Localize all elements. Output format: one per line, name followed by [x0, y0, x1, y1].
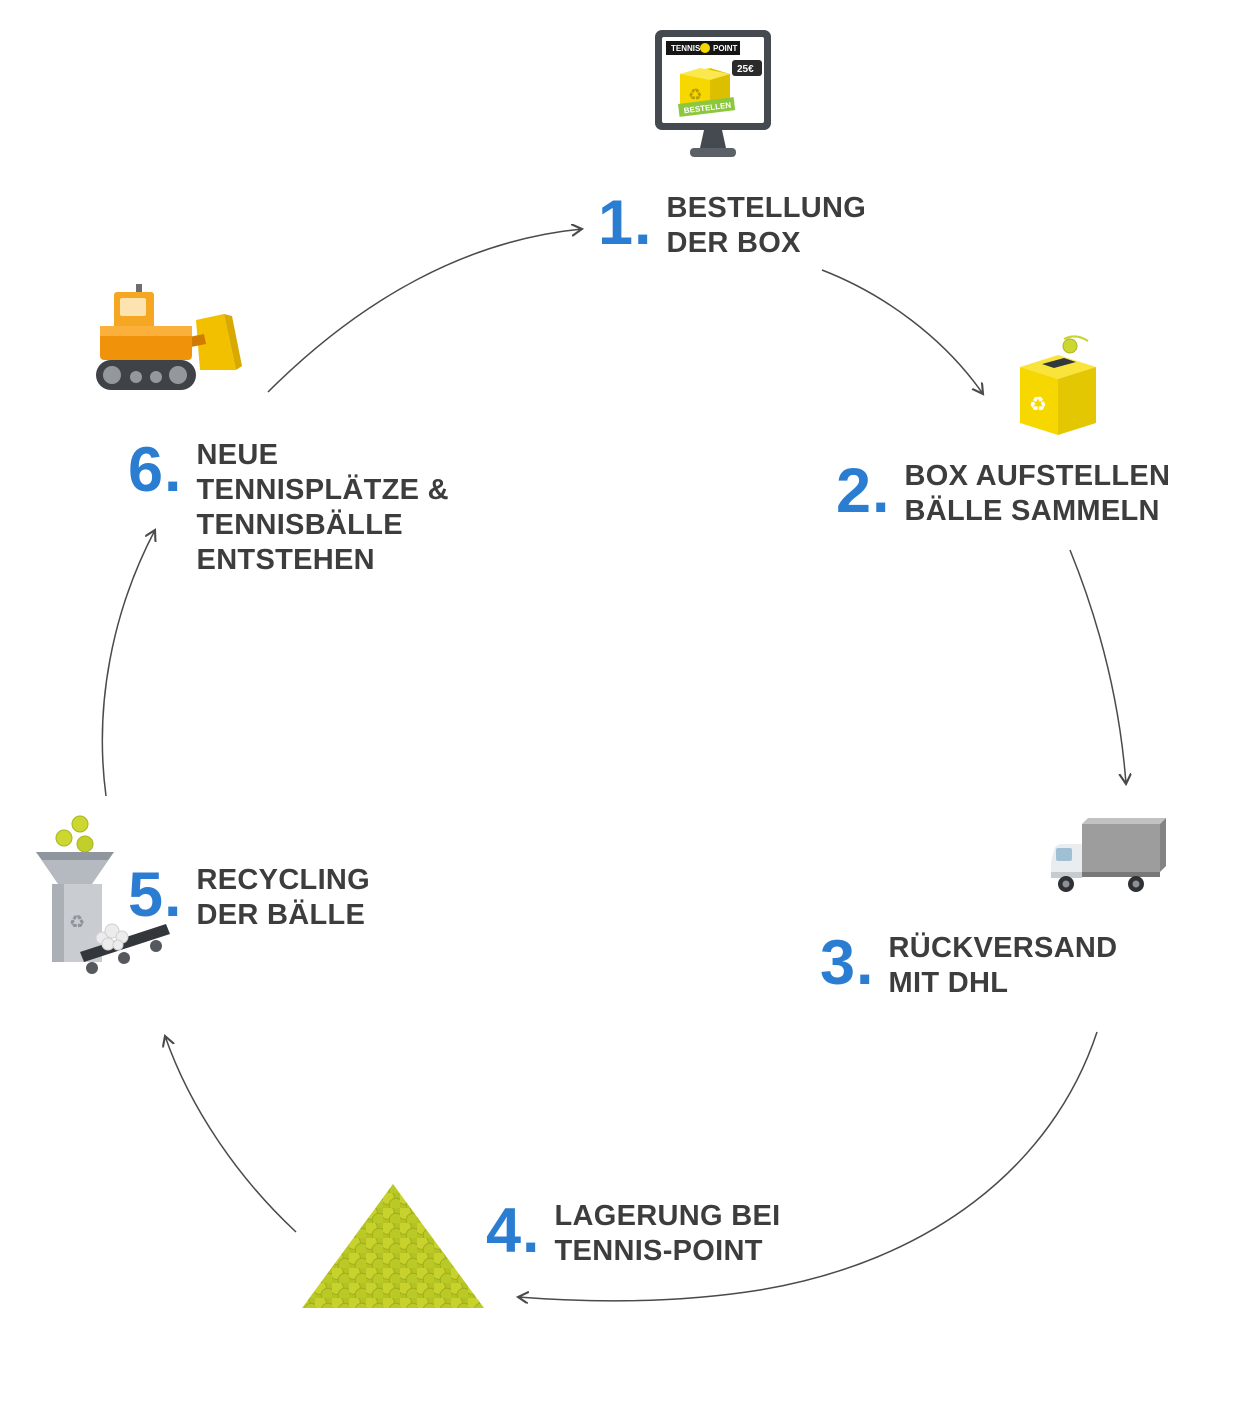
step-5-text-line: RECYCLING	[196, 864, 371, 896]
step-2-number: 2.	[836, 456, 891, 526]
step-1-text-line: BESTELLUNG	[666, 192, 867, 224]
step-6-label: 6. NEUE TENNISPLÄTZE & TENNISBÄLLE ENTST…	[128, 435, 449, 578]
step-1-text-line: DER BOX	[666, 227, 801, 259]
arrow-step6-to-step1	[267, 229, 582, 393]
collection-box-icon: ♻	[1012, 333, 1104, 443]
step-6-number: 6.	[128, 435, 183, 505]
step-3-text-line: RÜCKVERSAND	[888, 932, 1118, 964]
recycle-symbol-icon: ♻	[69, 912, 85, 932]
arrow-step2-to-step3	[1069, 549, 1126, 784]
step-6-text-line: TENNISBÄLLE	[196, 509, 403, 541]
step-3-text-line: MIT DHL	[888, 967, 1009, 999]
step-4-label: 4. LAGERUNG BEI TENNIS-POINT	[486, 1196, 781, 1269]
step-5-text-line: DER BÄLLE	[196, 899, 366, 931]
order-monitor-icon: TENNIS POINT ♻ 25€ BESTELLEN	[652, 28, 774, 183]
step-4-text-line: TENNIS-POINT	[554, 1235, 763, 1267]
step-3-label: 3. RÜCKVERSAND MIT DHL	[820, 928, 1117, 1001]
step-6-text-line: NEUE	[196, 439, 279, 471]
step-5-number: 5.	[128, 860, 183, 930]
step-5-text: RECYCLING DER BÄLLE	[197, 860, 371, 933]
step-6-text: NEUE TENNISPLÄTZE & TENNISBÄLLE ENTSTEHE…	[197, 435, 449, 578]
step-5-label: 5. RECYCLING DER BÄLLE	[128, 860, 370, 933]
step-2-text: BOX AUFSTELLEN BÄLLE SAMMELN	[905, 456, 1171, 529]
step-2-text-line: BOX AUFSTELLEN	[904, 460, 1171, 492]
step-1-text: BESTELLUNG DER BOX	[667, 188, 867, 261]
step-1-number: 1.	[598, 188, 653, 258]
step-4-text-line: LAGERUNG BEI	[554, 1200, 781, 1232]
arrow-step1-to-step2	[821, 269, 983, 394]
step-4-number: 4.	[486, 1196, 541, 1266]
recycle-symbol-icon: ♻	[1029, 394, 1047, 416]
step-6-text-line: ENTSTEHEN	[196, 544, 375, 576]
step-2-text-line: BÄLLE SAMMELN	[904, 495, 1160, 527]
brand-left-text: TENNIS	[671, 44, 701, 53]
step-3-text: RÜCKVERSAND MIT DHL	[889, 928, 1118, 1001]
price-badge: 25€	[737, 64, 754, 75]
tennis-ball-pile-icon	[298, 1178, 488, 1318]
step-4-text: LAGERUNG BEI TENNIS-POINT	[555, 1196, 781, 1269]
step-3-number: 3.	[820, 928, 875, 998]
dhl-truck-icon	[1048, 808, 1168, 908]
bulldozer-icon	[78, 278, 246, 415]
arrow-step3-to-step4	[518, 1031, 1098, 1301]
arrow-step5-to-step6	[101, 530, 155, 797]
step-2-label: 2. BOX AUFSTELLEN BÄLLE SAMMELN	[836, 456, 1170, 529]
step-1-label: 1. BESTELLUNG DER BOX	[598, 188, 866, 261]
arrow-step4-to-step5	[165, 1036, 297, 1233]
brand-right-text: POINT	[713, 44, 738, 53]
recycling-machine-icon: ♻	[18, 812, 173, 1012]
recycle-symbol-icon: ♻	[688, 87, 702, 104]
step-6-text-line: TENNISPLÄTZE &	[196, 474, 449, 506]
